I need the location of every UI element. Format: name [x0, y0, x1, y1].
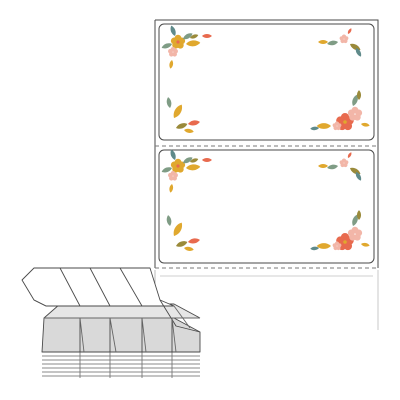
label-2: [158, 149, 375, 264]
flower-cluster-icon: [310, 210, 370, 251]
flower-cluster-icon: [160, 148, 212, 193]
flower-cluster-icon: [160, 24, 212, 69]
fanfold-stack: [21, 267, 201, 378]
perforation-lines: [155, 145, 378, 269]
label-1: [158, 23, 375, 141]
top-fold-sheet: [21, 267, 175, 307]
flower-cluster-icon: [310, 90, 370, 131]
label-web: [154, 19, 379, 330]
stack-top-shaded: [41, 317, 201, 353]
